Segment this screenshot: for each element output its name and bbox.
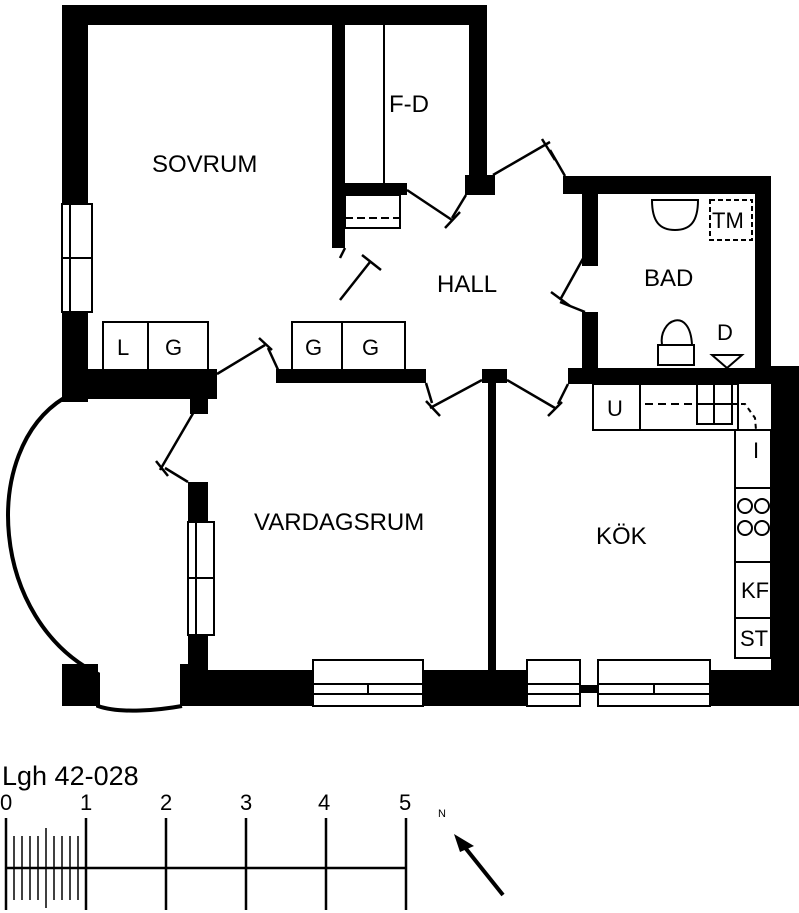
label-st: ST — [740, 626, 768, 651]
label-sovrum: SOVRUM — [152, 151, 257, 178]
label-l: L — [117, 335, 129, 360]
scale-label-3: 3 — [240, 790, 252, 815]
bath-fixtures — [650, 199, 753, 372]
doors — [155, 138, 587, 484]
label-g3: G — [362, 335, 379, 360]
label-tm: TM — [712, 208, 744, 233]
scale-label-5: 5 — [399, 790, 411, 815]
windows — [61, 203, 711, 707]
scale-label-2: 2 — [160, 790, 172, 815]
apartment-id: Lgh 42-028 — [2, 761, 139, 791]
scale-label-4: 4 — [318, 790, 330, 815]
label-g2: G — [305, 335, 322, 360]
walls — [62, 5, 799, 706]
closets — [102, 321, 406, 371]
label-u: U — [607, 396, 623, 421]
bay-window — [6, 396, 183, 713]
room-labels: SOVRUM F-D HALL BAD VARDAGSRUM KÖK — [152, 91, 693, 550]
label-vardagsrum: VARDAGSRUM — [254, 509, 424, 536]
scale-label-1: 1 — [80, 790, 92, 815]
label-bad: BAD — [644, 265, 693, 292]
label-kok: KÖK — [596, 523, 647, 550]
label-d: D — [717, 320, 733, 345]
fd-closet — [344, 25, 401, 229]
scale-label-0: 0 — [0, 790, 12, 815]
label-i: I — [753, 438, 759, 463]
kitchen-fixtures — [592, 383, 772, 659]
scale-bar — [4, 818, 408, 910]
fixture-labels: L G G G TM D U I KF ST — [117, 208, 769, 651]
label-hall: HALL — [437, 271, 497, 298]
scale-labels: 0 1 2 3 4 5 — [0, 790, 411, 815]
label-g1: G — [165, 335, 182, 360]
label-kf: KF — [741, 578, 769, 603]
north-arrow-icon: N — [438, 808, 505, 897]
north-label: N — [438, 808, 446, 820]
label-fd: F-D — [389, 91, 429, 118]
